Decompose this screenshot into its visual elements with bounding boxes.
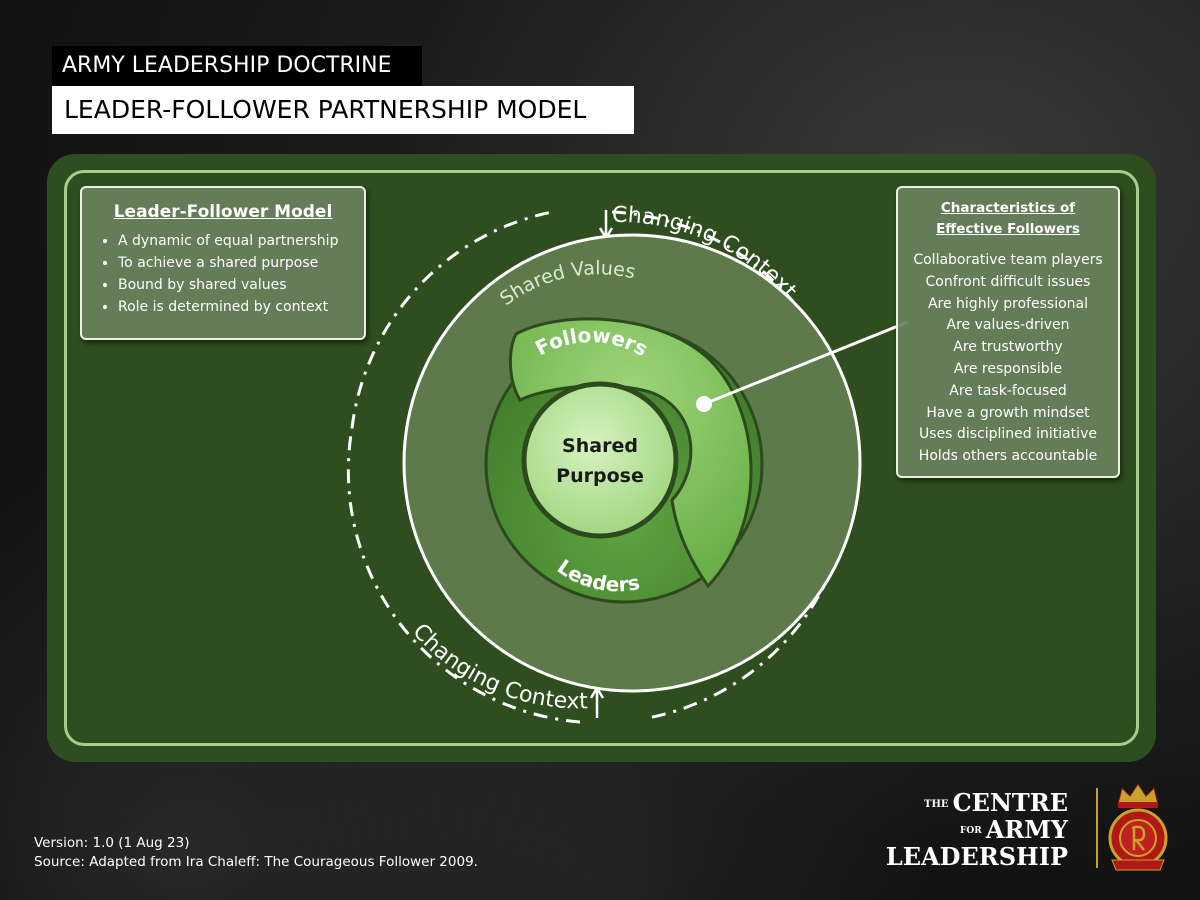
- list-item: Uses disciplined initiative: [919, 426, 1097, 443]
- left-box-title: Leader-Follower Model: [113, 202, 333, 222]
- shared-purpose-line1: Shared: [562, 435, 638, 457]
- doctrine-header: ARMY LEADERSHIP DOCTRINE: [52, 46, 422, 86]
- list-item: Are highly professional: [927, 295, 1089, 312]
- shared-purpose-line2: Purpose: [556, 465, 644, 487]
- model-title: LEADER-FOLLOWER PARTNERSHIP MODEL: [52, 86, 634, 134]
- context-arc-bottom-left: [346, 427, 581, 724]
- arrow-up-icon: [589, 685, 605, 718]
- connector-dot: [696, 396, 712, 412]
- leader-follower-model-box: Leader-Follower Model A dynamic of equal…: [80, 186, 366, 340]
- list-item: Are task-focused: [949, 382, 1067, 399]
- effective-followers-box: Characteristics of Effective Followers C…: [896, 186, 1120, 478]
- diagram-panel-border: [64, 170, 1139, 746]
- context-arc-top: [350, 210, 553, 429]
- characteristics-list: Collaborative team players Confront diff…: [898, 250, 1118, 468]
- footer: Version: 1.0 (1 Aug 23) Source: Adapted …: [34, 834, 478, 872]
- context-arc-bottom: [647, 469, 854, 720]
- source-text: Source: Adapted from Ira Chaleff: The Co…: [34, 854, 478, 870]
- logo-divider: [1096, 788, 1098, 868]
- list-item: To achieve a shared purpose: [118, 252, 364, 274]
- list-item: Have a growth mindset: [926, 404, 1090, 421]
- list-item: Are values-driven: [946, 317, 1070, 334]
- list-item: Holds others accountable: [918, 448, 1098, 465]
- right-box-title: Characteristics of Effective Followers: [898, 198, 1118, 240]
- list-item: A dynamic of equal partnership: [118, 230, 364, 252]
- list-item: Confront difficult issues: [925, 273, 1091, 290]
- left-box-bullets: A dynamic of equal partnership To achiev…: [82, 230, 364, 318]
- right-box-title-line2: Effective Followers: [936, 221, 1080, 237]
- list-item: Are trustworthy: [953, 339, 1063, 356]
- version-text: Version: 1.0 (1 Aug 23): [34, 835, 190, 851]
- list-item: Are responsible: [953, 360, 1063, 377]
- right-box-title-line1: Characteristics of: [940, 200, 1076, 216]
- crest-icon: [1108, 783, 1168, 871]
- followers-segment: [508, 317, 753, 589]
- list-item: Collaborative team players: [913, 252, 1103, 268]
- connector-line: [703, 320, 909, 406]
- list-item: Role is determined by context: [118, 296, 364, 318]
- arrow-down-icon: [598, 210, 614, 241]
- list-item: Bound by shared values: [118, 274, 364, 296]
- shared-purpose-circle: [521, 381, 679, 539]
